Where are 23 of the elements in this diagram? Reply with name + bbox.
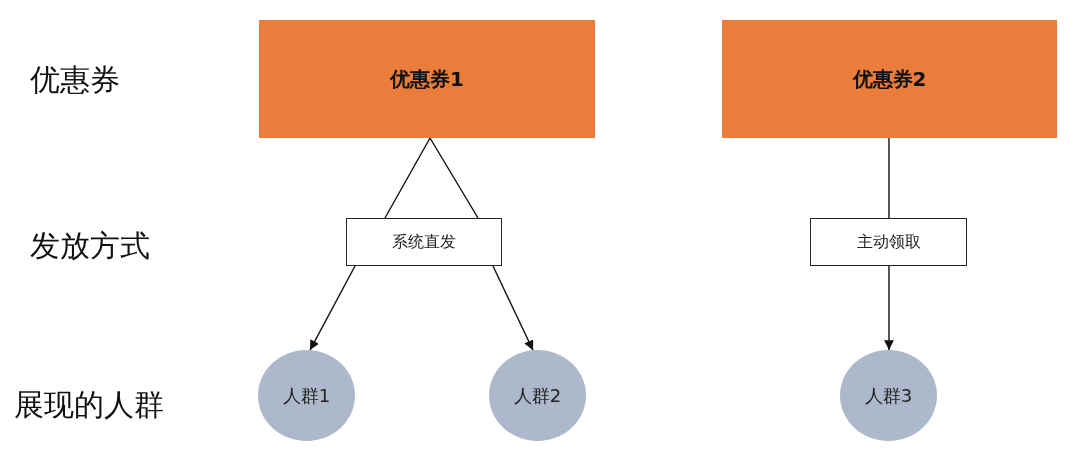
audience-circle [489,350,586,441]
row-label: 展现的人群 [14,386,164,424]
row-label: 优惠券 [30,61,120,99]
arrow [309,265,356,351]
arrow [884,265,894,351]
box-label: 优惠券2 [852,65,927,93]
box-label: 优惠券1 [390,65,464,93]
connector-line [384,137,431,219]
method-box [346,218,502,266]
coupon-box [722,20,1057,138]
circle-label: 人群1 [282,383,331,408]
box-label: 系统直发 [392,231,456,253]
audience-circle [840,350,937,441]
circle-label: 人群2 [513,383,562,408]
coupon-box [259,20,595,138]
arrow [492,265,534,351]
connector-line [888,137,890,219]
circle-label: 人群3 [864,383,913,408]
connector-line [429,137,479,219]
box-label: 主动领取 [856,231,921,253]
audience-circle [258,350,355,441]
row-label: 发放方式 [30,227,150,265]
method-box [810,218,967,266]
